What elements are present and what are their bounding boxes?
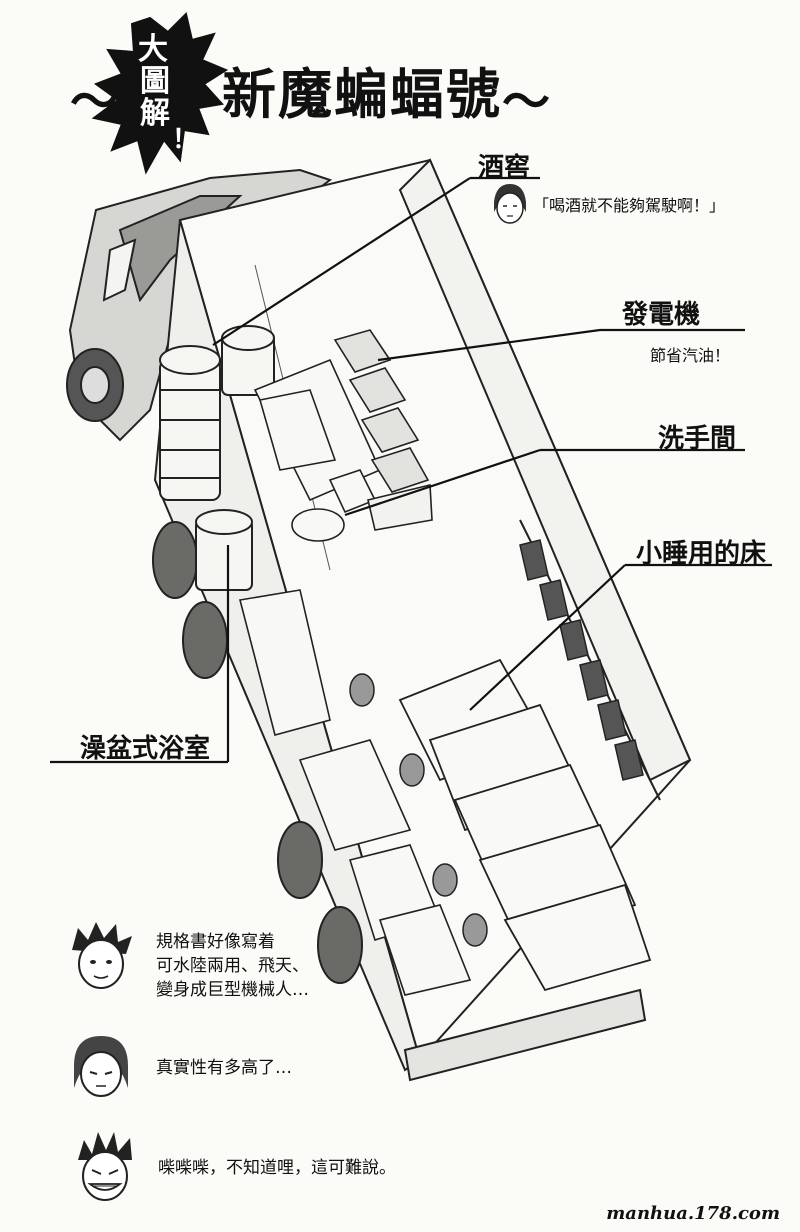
grinning-boy-face-icon [78,1132,132,1201]
label-wine-cellar-quote: 「喝酒就不能夠駕駛啊！」 [533,196,726,215]
girl-face-icon [494,184,526,224]
title-tilde-right: ～ [502,74,551,130]
comment-3-line-1: 喍喍喍，不知道哩，這可難說。 [158,1158,396,1178]
nap-beds [398,658,652,992]
comment-1-line-1: 規格書好像寫着 [156,932,275,952]
comment-2-line-1: 真實性有多高了… [156,1058,292,1078]
label-generator: 發電機 [622,300,701,330]
interior-rooms [239,358,472,996]
label-bathroom: 澡盆式浴室 [80,734,211,764]
watermark-footer[interactable]: manhua.178.com [606,1203,780,1224]
burst-char-4: ！ [172,125,199,155]
page-title: 新魔蝙蝠號 [222,63,502,126]
burst-char-3: 解 [140,96,170,131]
barrels [159,325,275,591]
comment-1-line-2: 可水陸兩用、飛天、 [156,956,309,976]
chairs [349,673,488,947]
burst-char-1: 大 [138,32,168,67]
hanging-clothes [519,519,661,801]
label-toilet: 洗手間 [658,424,737,454]
title-burst [91,12,229,175]
label-generator-sub: 節省汽油！ [650,346,731,365]
title-tilde-left: ～ [70,74,119,130]
comment-1-line-3: 變身成巨型機械人… [156,980,309,1000]
burst-char-2: 圖 [140,64,170,99]
label-wine-cellar: 酒窖 [478,153,531,183]
generator-units [333,329,433,531]
girl-face-icon-2 [74,1036,128,1097]
spiky-hair-boy-face-icon [72,922,132,989]
leader-lines [50,176,772,764]
label-nap-bed: 小睡用的床 [636,539,767,569]
